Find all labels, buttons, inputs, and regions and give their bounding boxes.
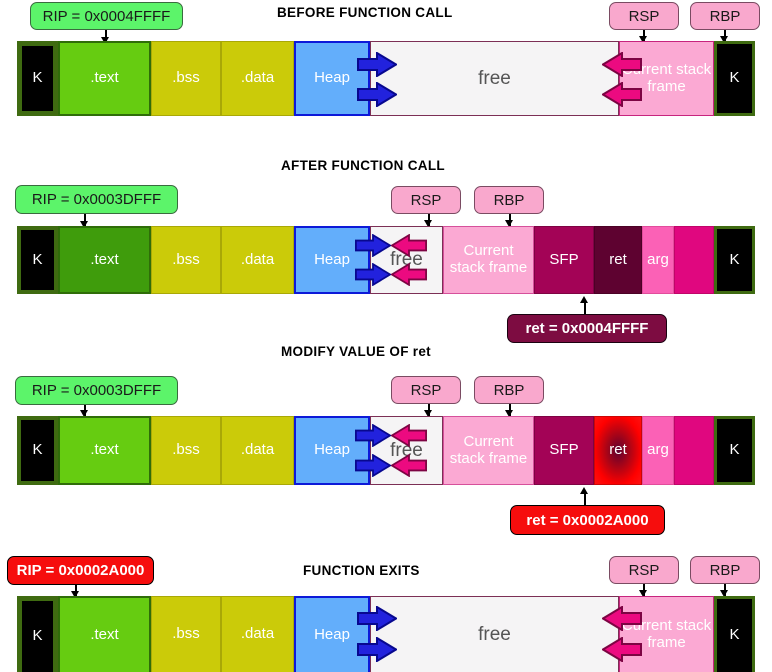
heap-growth-arrow-up-2 — [357, 82, 397, 107]
segment-kernel-high: K — [714, 41, 755, 116]
segment-heap: Heap — [294, 416, 370, 485]
rip-connector-after — [84, 214, 86, 226]
memory-bar-modify: K .text .bss .data Heap free Current sta… — [17, 416, 755, 485]
segment-bss: .bss — [151, 41, 221, 116]
segment-sfp: SFP — [534, 416, 594, 485]
segment-data: .data — [221, 41, 294, 116]
segment-ret: ret — [594, 416, 642, 485]
rbp-callout-after: RBP — [474, 186, 544, 214]
rbp-callout-before: RBP — [690, 2, 760, 30]
rbp-arrowhead-after — [505, 220, 513, 227]
segment-data: .data — [221, 596, 294, 672]
segment-free: free — [370, 596, 619, 672]
segment-ret: ret — [594, 226, 642, 294]
segment-arg: arg — [642, 416, 674, 485]
stack-growth-arrow-down-1 — [391, 234, 427, 257]
heap-growth-arrow-up-2 — [357, 637, 397, 662]
memory-bar-exits: K .text .bss .data Heap free Current sta… — [17, 596, 755, 672]
stack-growth-arrow-down-1 — [602, 52, 642, 77]
stack-growth-arrow-down-1 — [391, 424, 427, 447]
section-title-modify: MODIFY VALUE OF ret — [281, 344, 431, 359]
segment-bss: .bss — [151, 226, 221, 294]
rip-callout-exits: RIP = 0x0002A000 — [7, 556, 154, 585]
ret-callout-connector-after — [584, 300, 586, 314]
segment-kernel-high: K — [714, 226, 755, 294]
segment-kernel-high: K — [714, 416, 755, 485]
segment-stack-rest — [674, 416, 714, 485]
segment-stack-rest — [674, 226, 714, 294]
rbp-arrowhead-exits — [720, 590, 728, 597]
rsp-callout-after: RSP — [391, 186, 461, 214]
stack-growth-arrow-down-2 — [391, 263, 427, 286]
stack-growth-arrow-down-1 — [602, 606, 642, 631]
rsp-arrowhead-after — [424, 220, 432, 227]
rip-arrowhead-exits — [71, 591, 79, 598]
segment-current-frame: Current stack frame — [443, 416, 534, 485]
stack-growth-arrow-down-2 — [391, 454, 427, 477]
segment-arg: arg — [642, 226, 674, 294]
segment-text: .text — [58, 416, 151, 485]
ret-value-callout-modify: ret = 0x0002A000 — [510, 505, 665, 535]
segment-kernel-low: K — [17, 596, 58, 672]
rsp-arrowhead-modify — [424, 410, 432, 417]
rip-arrowhead-before — [101, 37, 109, 44]
rip-callout-after: RIP = 0x0003DFFF — [15, 185, 178, 214]
rsp-arrowhead-exits — [639, 590, 647, 597]
segment-kernel-low: K — [17, 41, 58, 116]
heap-growth-arrow-up-1 — [357, 52, 397, 77]
ret-callout-arrowhead-after — [580, 296, 588, 303]
segment-text: .text — [58, 596, 151, 672]
segment-current-frame: Current stack frame — [619, 596, 714, 672]
segment-current-frame: Current stack frame — [619, 41, 714, 116]
rip-connector-before — [105, 30, 107, 43]
section-title-before: BEFORE FUNCTION CALL — [277, 5, 453, 20]
segment-kernel-low: K — [17, 416, 58, 485]
segment-sfp: SFP — [534, 226, 594, 294]
rsp-callout-exits: RSP — [609, 556, 679, 584]
heap-growth-arrow-up-2 — [355, 454, 391, 477]
rsp-callout-before: RSP — [609, 2, 679, 30]
segment-data: .data — [221, 416, 294, 485]
rbp-arrowhead-modify — [505, 410, 513, 417]
heap-growth-arrow-up-1 — [355, 424, 391, 447]
heap-growth-arrow-up-1 — [355, 234, 391, 257]
ret-callout-arrowhead-modify — [580, 487, 588, 494]
memory-bar-after: K .text .bss .data Heap free Current sta… — [17, 226, 755, 294]
rsp-callout-modify: RSP — [391, 376, 461, 404]
stack-growth-arrow-down-2 — [602, 637, 642, 662]
segment-bss: .bss — [151, 596, 221, 672]
segment-kernel-low: K — [17, 226, 58, 294]
stack-growth-arrow-down-2 — [602, 82, 642, 107]
section-title-exits: FUNCTION EXITS — [303, 563, 420, 578]
section-title-after: AFTER FUNCTION CALL — [281, 158, 445, 173]
rbp-callout-exits: RBP — [690, 556, 760, 584]
segment-data: .data — [221, 226, 294, 294]
rsp-arrowhead-before — [639, 36, 647, 43]
segment-free: free — [370, 41, 619, 116]
segment-heap: Heap — [294, 41, 370, 116]
segment-bss: .bss — [151, 416, 221, 485]
rip-callout-modify: RIP = 0x0003DFFF — [15, 376, 178, 405]
segment-kernel-high: K — [714, 596, 755, 672]
heap-growth-arrow-up-1 — [357, 606, 397, 631]
rip-arrowhead-after — [80, 221, 88, 228]
segment-text: .text — [58, 226, 151, 294]
segment-text: .text — [58, 41, 151, 116]
segment-current-frame: Current stack frame — [443, 226, 534, 294]
rbp-callout-modify: RBP — [474, 376, 544, 404]
ret-value-callout-after: ret = 0x0004FFFF — [507, 314, 667, 343]
segment-heap: Heap — [294, 596, 370, 672]
ret-callout-connector-modify — [584, 491, 586, 505]
segment-heap: Heap — [294, 226, 370, 294]
rip-callout-before: RIP = 0x0004FFFF — [30, 2, 183, 30]
rbp-arrowhead-before — [720, 36, 728, 43]
rip-arrowhead-modify — [80, 410, 88, 417]
heap-growth-arrow-up-2 — [355, 263, 391, 286]
memory-bar-before: K .text .bss .data Heap free Current sta… — [17, 41, 755, 116]
